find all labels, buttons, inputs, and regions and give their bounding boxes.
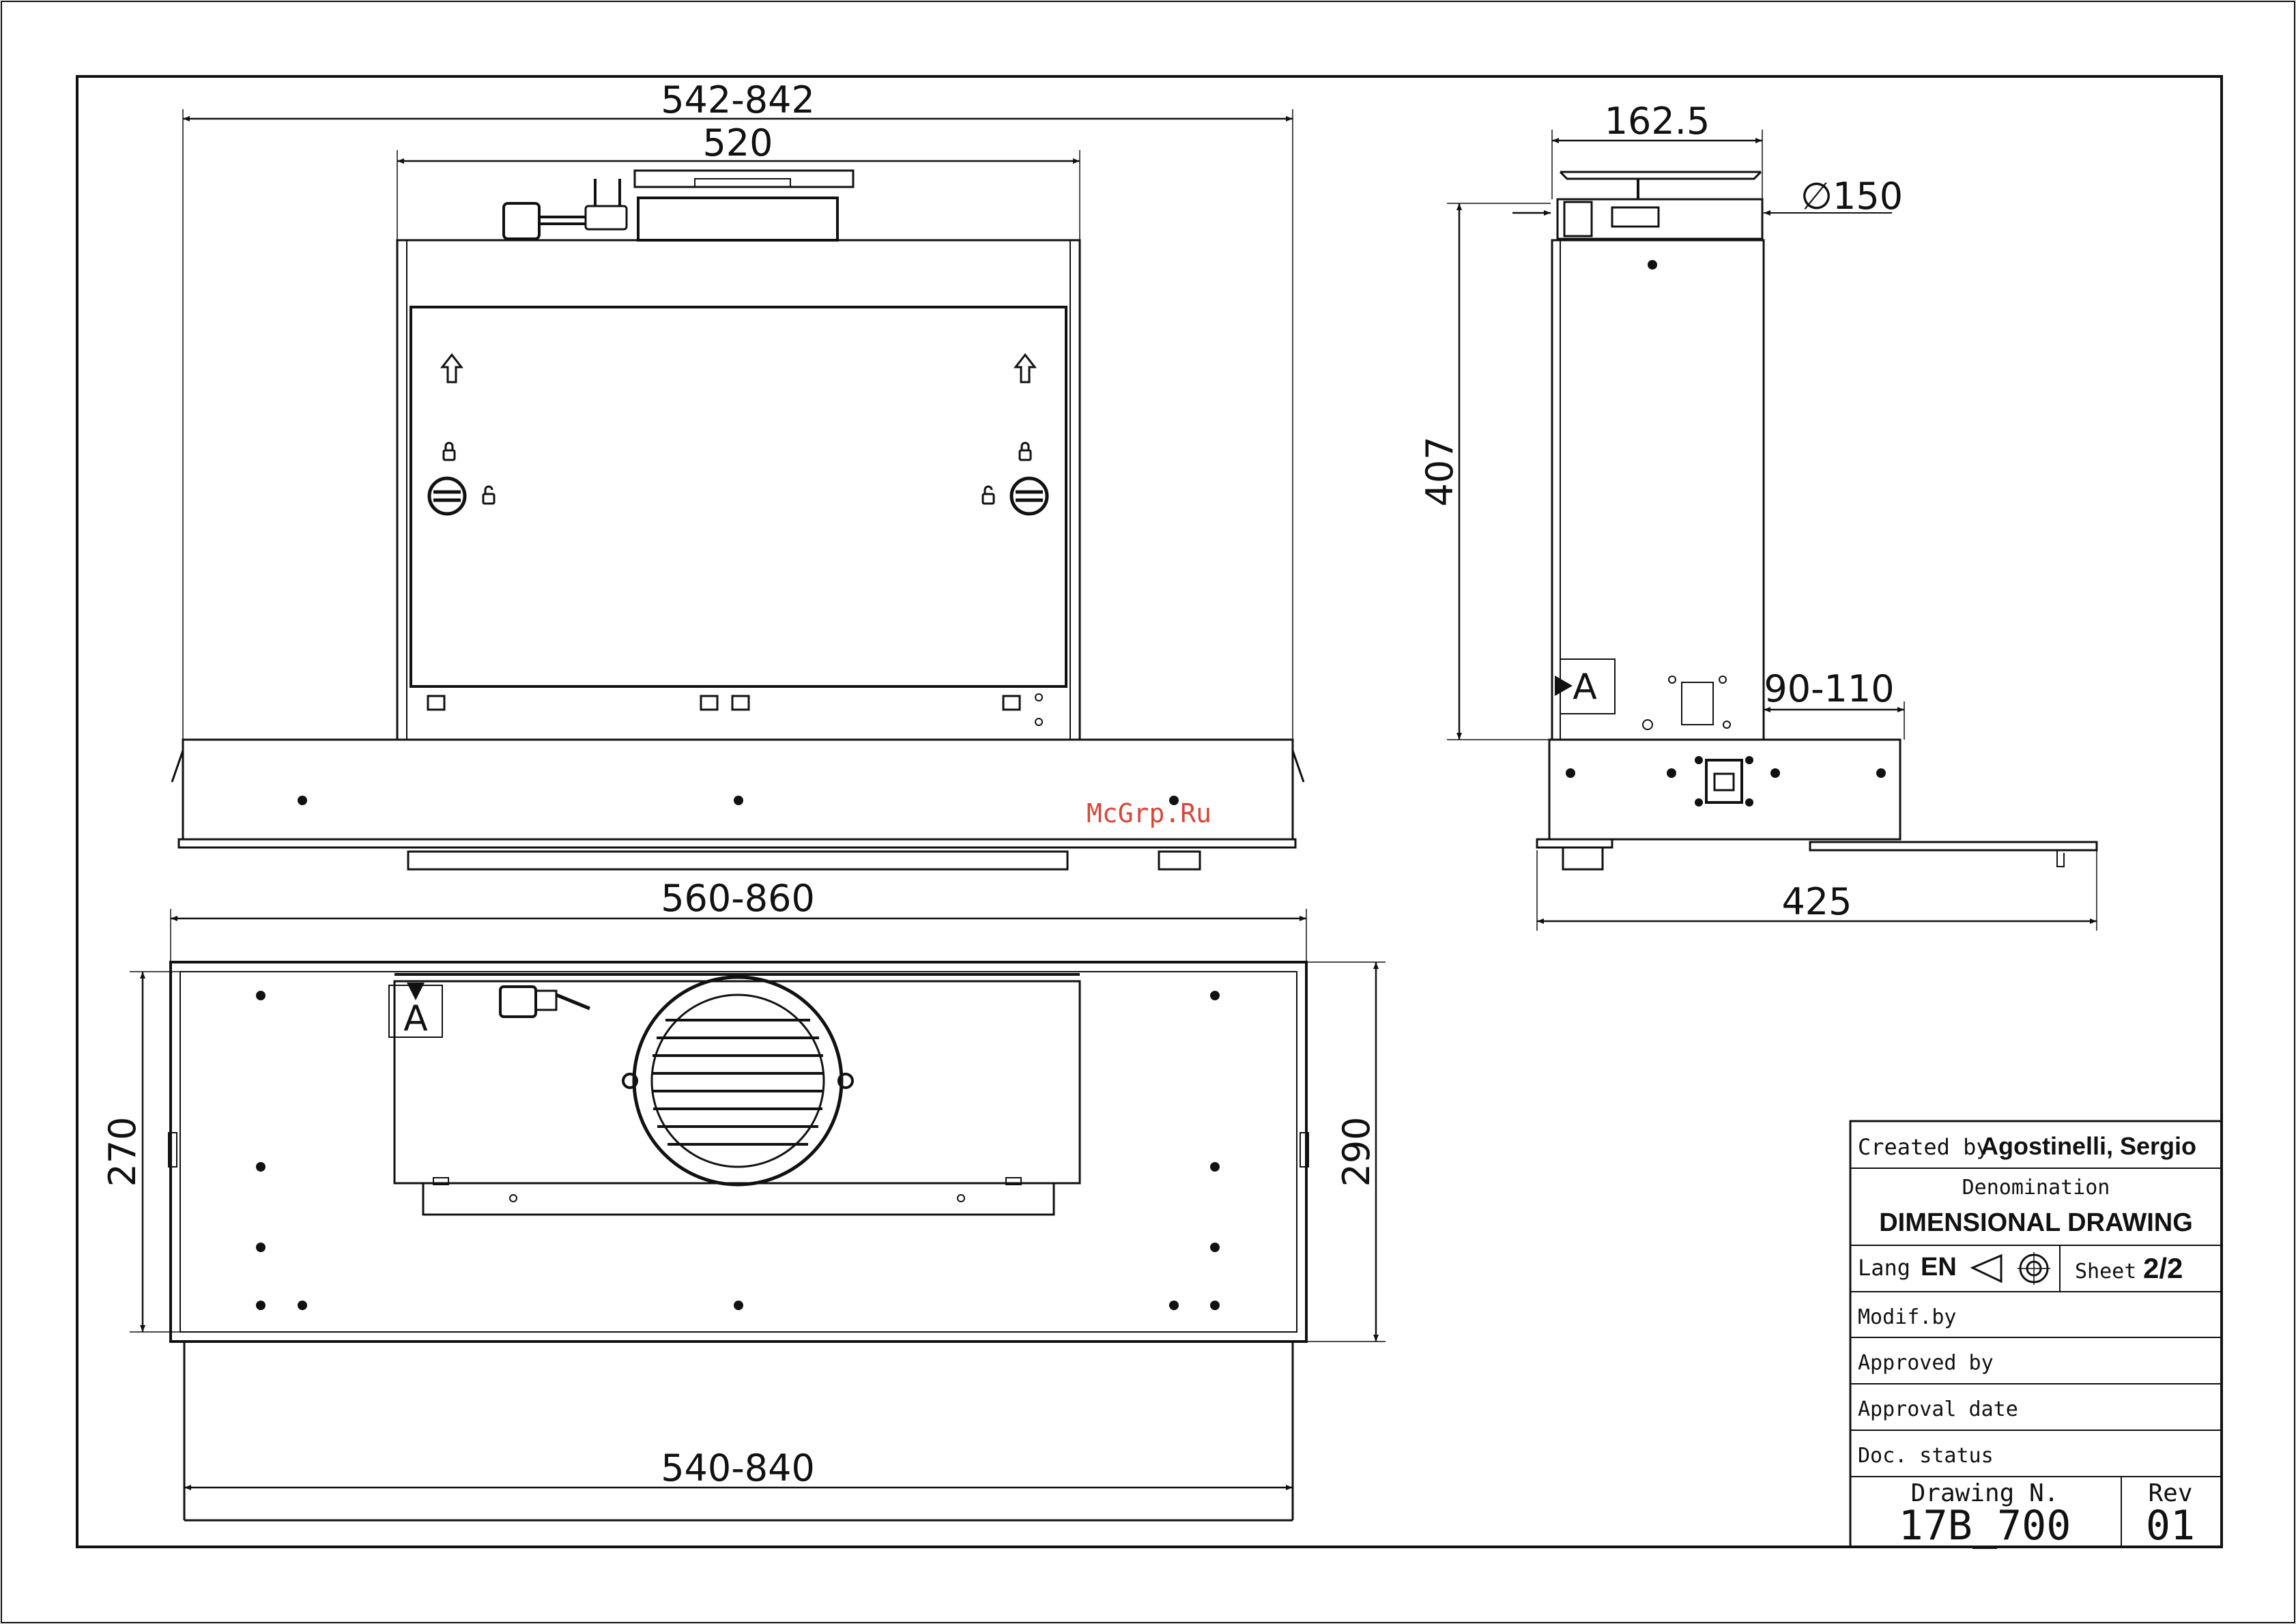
approved-by-label: Approved by [1858,1351,1994,1375]
dim-extension: 90-110 [1764,667,1894,710]
dim-duct-diameter: ∅150 [1800,175,1903,218]
side-dimensions: 162.5 ∅150 407 90-110 425 [1418,100,2097,931]
front-view [172,171,1304,869]
dim-bottom-width: 540-840 [661,1447,815,1490]
approval-date-label: Approval date [1858,1397,2018,1421]
dim-depth-inner: 270 [101,1116,144,1187]
created-by-label: Created by [1858,1134,1990,1160]
dim-depth-outer: 290 [1335,1116,1378,1187]
dim-side-depth: 425 [1781,880,1852,923]
dim-side-width: 162.5 [1605,100,1710,143]
section-marker-a: A [403,998,428,1039]
fan-grille-icon [623,977,852,1185]
power-plug-icon [504,179,627,239]
doc-status-label: Doc. status [1858,1444,1994,1468]
connector-icon [500,987,590,1017]
up-arrow-icon [442,355,461,382]
drawing-number-value: 17B_700 [1899,1502,2071,1550]
created-by-value: Agostinelli, Sergio [1981,1132,2196,1160]
dim-top-width: 560-860 [661,877,815,920]
switch-block-icon [1695,756,1753,807]
sheet-label: Sheet [2075,1260,2136,1284]
lock-knob-icon [983,443,1047,514]
top-view: A [169,962,1308,1520]
denomination-value: DIMENSIONAL DRAWING [1879,1208,2193,1237]
front-dimensions: 542-842 520 [183,78,1293,832]
denomination-label: Denomination [1962,1176,2110,1200]
projection-symbol-icon [1972,1252,2050,1285]
lang-label: Lang [1858,1255,1910,1281]
watermark: McGrp.Ru [1087,798,1211,828]
up-arrow-icon [1016,355,1035,382]
dim-body-width: 520 [702,121,773,164]
sheet-value: 2/2 [2143,1252,2183,1284]
side-section-marker-a: A [1573,667,1597,708]
modif-by-label: Modif.by [1858,1305,1957,1329]
dim-overall-width: 542-842 [661,78,815,121]
rev-value: 01 [2146,1502,2195,1550]
dim-side-height: 407 [1418,436,1461,506]
side-view: A [1537,172,2097,869]
lang-value: EN [1921,1253,1957,1281]
title-block: Created by Agostinelli, Sergio Denominat… [1850,1121,2222,1550]
lock-knob-icon [429,443,494,514]
